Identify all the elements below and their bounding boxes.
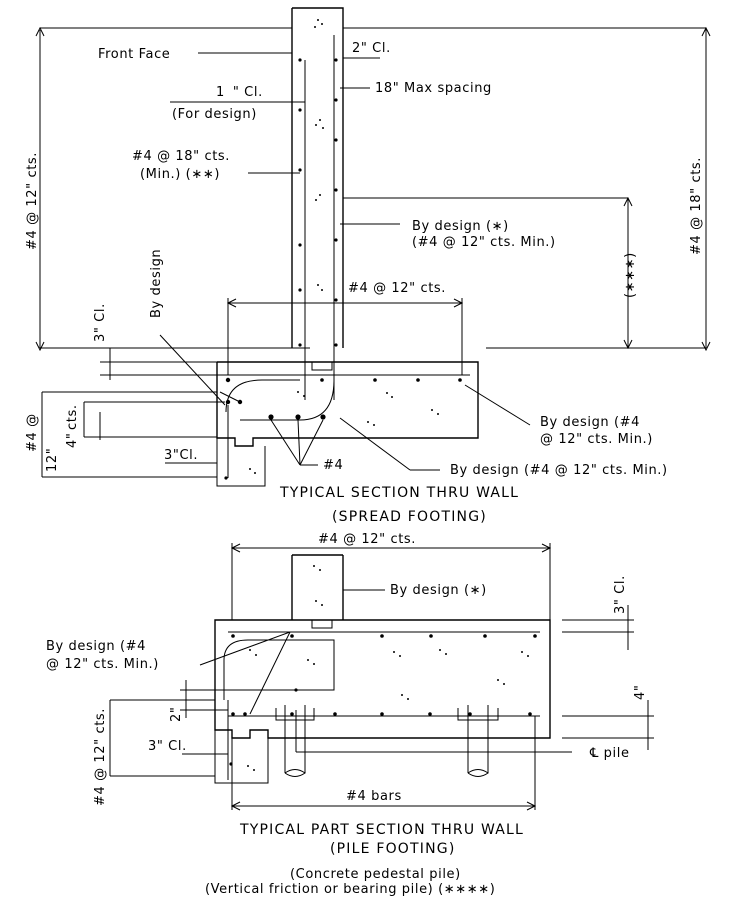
section-subtitle-spread: (SPREAD FOOTING) — [332, 509, 487, 525]
footnote-line-2: (Vertical friction or bearing pile) (∗∗∗… — [205, 882, 495, 897]
pile-centerline-label: ℄ pile — [589, 746, 630, 761]
pile-right — [457, 705, 499, 777]
footnote-line-1: (Concrete pedestal pile) — [290, 867, 461, 882]
rebar-dots-lower — [229, 634, 537, 766]
bar-18-min-label: #4 @ 18" cts. — [132, 149, 230, 164]
footing-left-dim-2: 12" — [45, 448, 60, 472]
pile-left — [275, 705, 315, 777]
wall-stem-outline — [291, 7, 344, 348]
pile-footing-section: #4 @ 12" cts. By design (∗) 3" Cl. By de… — [46, 532, 654, 857]
by-design-left-label: By design (#4 — [46, 639, 146, 654]
by-design-vertical-label: By design — [149, 249, 164, 318]
clear-1half-label: 1 " Cl. — [216, 85, 263, 100]
bar-18-min-note: (Min.) (∗∗) — [140, 167, 220, 182]
front-face-label: Front Face — [98, 47, 170, 62]
left-dim-lower-label: #4 @ 12" cts. — [93, 708, 108, 806]
spread-footing-section: Front Face 2" Cl. 1 " Cl. (For design) 18… — [25, 7, 711, 525]
by-design-star-label: By design (∗) — [412, 219, 509, 234]
right-dim-label: #4 @ 18" cts. — [689, 157, 704, 255]
triple-star-label: (∗∗∗) — [623, 252, 638, 298]
pile-footing-outline — [214, 619, 551, 739]
for-design-label: (For design) — [172, 107, 257, 122]
footing-cts-label: cts. — [65, 404, 80, 430]
pedestal-outline — [216, 438, 266, 487]
section-subtitle-pile: (PILE FOOTING) — [330, 841, 456, 857]
clear-3-left-label: 3" Cl. — [93, 303, 108, 342]
rebar-dots — [224, 58, 462, 480]
by-design-left-note: @ 12" cts. Min.) — [46, 657, 159, 672]
footing-left-dim-1: #4 @ — [25, 413, 40, 452]
bar-4-label: #4 — [323, 458, 343, 473]
clear-2-label: 2" Cl. — [352, 41, 391, 56]
footing-4in-label: 4" — [65, 433, 80, 448]
by-design-star-note: (#4 @ 12" cts. Min.) — [412, 235, 556, 250]
dim-4in-label: 4" — [633, 685, 648, 700]
section-title-pile: TYPICAL PART SECTION THRU WALL — [239, 822, 524, 838]
by-design-right-label: By design (#4 — [540, 415, 640, 430]
by-design-right-note: @ 12" cts. Min.) — [540, 432, 653, 447]
section-title-spread: TYPICAL SECTION THRU WALL — [279, 485, 519, 501]
wall-rebar-hook — [240, 379, 335, 421]
clear-3-right-label: 3" Cl. — [613, 575, 628, 614]
wall-key-outline — [311, 362, 333, 371]
stem-outline-lower — [291, 554, 344, 620]
bar-12-top-label: #4 @ 12" cts. — [348, 281, 446, 296]
footing-bottom-bar — [225, 379, 300, 413]
max-spacing-label: 18" Max spacing — [375, 81, 492, 96]
dim-2in-label: 2" — [169, 707, 184, 722]
footing-outline — [216, 361, 479, 447]
by-design-bottom-label: By design (#4 @ 12" cts. Min.) — [450, 463, 668, 478]
clear-1half-whole: 1 — [216, 85, 225, 100]
left-dim-label: #4 @ 12" cts. — [25, 152, 40, 250]
clear-3-left-lower-label: 3" Cl. — [148, 739, 187, 754]
clear-1half-rest: " Cl. — [233, 85, 263, 100]
concrete-specks-lower — [247, 565, 529, 771]
bars-label: #4 bars — [346, 789, 402, 804]
concrete-specks — [249, 19, 439, 474]
by-design-star-lower-label: By design (∗) — [390, 583, 487, 598]
bar-12-top-lower-label: #4 @ 12" cts. — [318, 532, 416, 547]
clear-3-bottom-label: 3"Cl. — [164, 448, 198, 463]
